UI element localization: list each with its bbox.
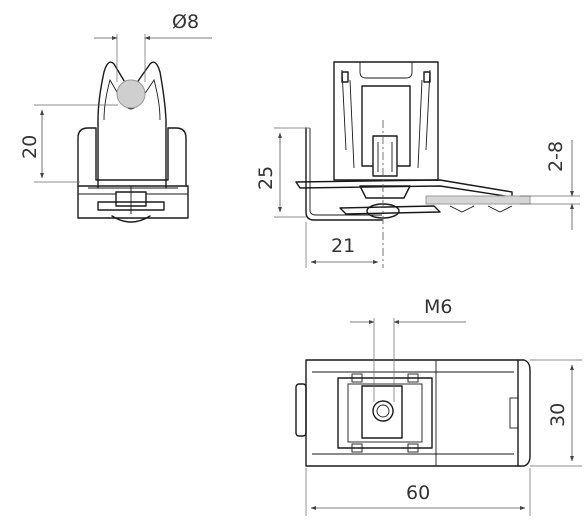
front-view-teeth (449, 205, 513, 213)
front-view-lower-plate (339, 205, 441, 215)
front-view-base-plate (295, 179, 513, 198)
top-view-clip-tab-1 (351, 373, 363, 383)
dim-top-length-label: 60 (406, 482, 430, 504)
front-view-bracket (305, 127, 383, 221)
side-view-screw-head (111, 215, 151, 223)
dim-top-width-label: 30 (547, 403, 569, 427)
top-view-clip-tab-4 (407, 443, 419, 453)
front-view-nut (359, 185, 411, 199)
front-view-clamped-plate (425, 195, 531, 205)
top-view-bolt-thread (376, 404, 390, 418)
top-view-end-slot (509, 397, 519, 429)
dim-side-height-label: 20 (19, 135, 41, 159)
top-view: M6 30 60 (295, 296, 582, 516)
front-view: 25 21 2-8 (255, 61, 580, 268)
side-view-rod (116, 79, 146, 109)
front-view-bracket-inner (309, 128, 382, 216)
top-view-clip-tab-3 (351, 443, 363, 453)
front-view-clip-frame (333, 61, 439, 181)
top-view-nut (361, 385, 403, 439)
front-view-clip-tab-right (423, 71, 431, 83)
dim-clamp-range-label: 2-8 (545, 141, 567, 172)
front-view-clip-springs (341, 69, 431, 169)
side-view-base (77, 185, 189, 219)
front-view-clip-tab-left (341, 71, 349, 83)
front-view-clip-notch (359, 62, 413, 79)
dim-front-offset-label: 21 (331, 235, 355, 257)
top-view-clip-tab-2 (407, 373, 419, 383)
top-view-tab-left (295, 383, 307, 437)
side-view-clip-inner (103, 78, 161, 121)
side-view: Ø8 20 (19, 11, 212, 223)
top-view-clip-inner (347, 383, 423, 443)
side-view-body (77, 127, 187, 187)
dim-thread-label: M6 (424, 296, 452, 318)
dim-rod-diameter-label: Ø8 (172, 11, 199, 33)
dim-front-height-label: 25 (255, 166, 277, 190)
top-view-end-cap (517, 359, 531, 467)
top-view-bolt-hole (372, 400, 394, 422)
front-view-stud (372, 135, 398, 177)
top-view-clip-block (337, 377, 433, 449)
